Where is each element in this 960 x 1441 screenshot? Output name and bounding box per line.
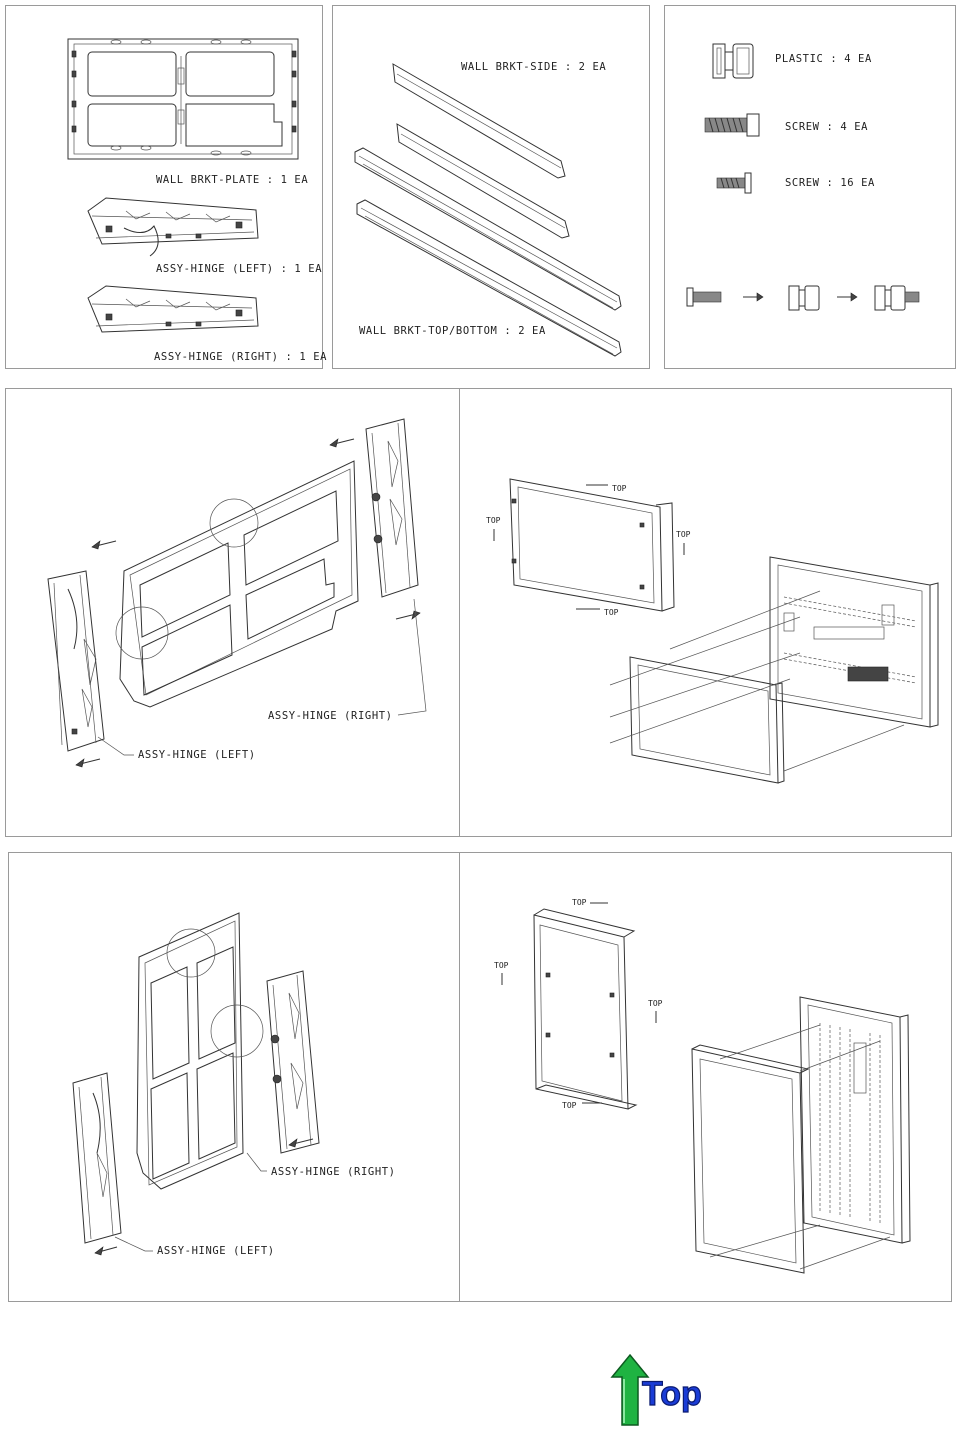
hardware-drawing: PLASTIC : 4 EA SCREW : 4 EA SCREW : 16 E…	[686, 43, 920, 311]
top-marker-6: TOP	[494, 961, 509, 970]
side-bracket-1	[392, 63, 566, 179]
hinge-right-landscape	[329, 418, 421, 620]
top-marker-2: TOP	[486, 516, 501, 525]
wall-plate-portrait	[136, 912, 264, 1190]
hinge-left-landscape	[47, 570, 105, 768]
landscape-right-label: ASSY-HINGE (RIGHT)	[268, 710, 393, 722]
hinge-right-label: ASSY-HINGE (RIGHT) : 1 EA	[154, 351, 327, 363]
top-markers-landscape: TOP TOP TOP TOP	[486, 484, 691, 617]
landscape-hinge-panel: ASSY-HINGE (RIGHT) ASSY-HINGE (LEFT)	[5, 388, 460, 837]
assembly-sequence-diagram	[686, 285, 920, 311]
hinge-left-portrait	[72, 1072, 122, 1256]
parts-drawing: WALL BRKT-PLATE : 1 EA ASSY-HINGE (LEFT)…	[67, 38, 327, 363]
top-marker-5: TOP	[572, 898, 587, 907]
arrow-right-icon	[756, 292, 764, 302]
monitor-back-landscape	[769, 556, 939, 728]
detail-circle-portrait-right	[210, 1004, 264, 1058]
plastic-label: PLASTIC : 4 EA	[775, 53, 872, 65]
screw-large-label: SCREW : 4 EA	[785, 121, 868, 133]
portrait-hinge-drawing: ASSY-HINGE (RIGHT) ASSY-HINGE (LEFT)	[72, 912, 396, 1257]
portrait-left-label: ASSY-HINGE (LEFT)	[157, 1245, 275, 1257]
top-marker-8: TOP	[562, 1101, 577, 1110]
arrow-right-icon-2	[850, 292, 858, 302]
topbottom-bracket-label: WALL BRKT-TOP/BOTTOM : 2 EA	[359, 325, 546, 337]
top-button[interactable]: Top	[610, 1351, 706, 1429]
bottom-bracket	[356, 199, 622, 357]
portrait-right-label: ASSY-HINGE (RIGHT)	[271, 1166, 396, 1178]
alignment-lines-portrait	[709, 1024, 891, 1270]
landscape-left-label: ASSY-HINGE (LEFT)	[138, 749, 256, 761]
frame-front-landscape	[629, 656, 785, 784]
top-markers-portrait: TOP TOP TOP TOP	[494, 898, 663, 1110]
detail-circle-left	[115, 606, 169, 660]
bracket-frame-landscape	[509, 478, 675, 612]
top-marker-1: TOP	[612, 484, 627, 493]
wall-plate-landscape	[115, 460, 359, 708]
landscape-frame-panel: TOP TOP TOP TOP	[459, 388, 952, 837]
arrow-icon-6	[288, 1138, 298, 1148]
hardware-panel: PLASTIC : 4 EA SCREW : 4 EA SCREW : 16 E…	[664, 5, 956, 369]
brackets-panel: WALL BRKT-SIDE : 2 EA WALL BRKT-TOP/BOTT…	[332, 5, 650, 369]
side-bracket-2	[396, 123, 570, 239]
top-button-label: Top	[642, 1375, 702, 1413]
detail-circle-portrait-top	[166, 928, 216, 978]
hinge-left-label: ASSY-HINGE (LEFT) : 1 EA	[156, 263, 322, 275]
portrait-hinge-panel: ASSY-HINGE (RIGHT) ASSY-HINGE (LEFT)	[8, 852, 460, 1302]
arrow-icon-5	[94, 1246, 104, 1256]
monitor-back-portrait	[799, 996, 911, 1244]
hinge-right-drawing	[87, 285, 259, 333]
arrow-icon	[75, 758, 85, 768]
alignment-lines	[609, 590, 905, 772]
small-screw-icon	[716, 172, 752, 194]
screw-small-label: SCREW : 16 EA	[785, 177, 875, 189]
brackets-drawing: WALL BRKT-SIDE : 2 EA WALL BRKT-TOP/BOTT…	[354, 61, 622, 357]
plastic-spacer-icon	[712, 43, 754, 79]
top-marker-7: TOP	[648, 999, 663, 1008]
parts-panel: WALL BRKT-PLATE : 1 EA ASSY-HINGE (LEFT)…	[5, 5, 327, 369]
top-marker-3: TOP	[676, 530, 691, 539]
portrait-frame-drawing: TOP TOP TOP TOP	[494, 898, 911, 1274]
hinge-left-drawing	[87, 197, 259, 257]
side-bracket-label: WALL BRKT-SIDE : 2 EA	[461, 61, 606, 73]
top-marker-4: TOP	[604, 608, 619, 617]
bracket-frame-portrait	[533, 908, 638, 1110]
hinge-right-portrait	[266, 970, 320, 1154]
detail-circle-top	[209, 498, 259, 548]
landscape-frame-drawing: TOP TOP TOP TOP	[486, 478, 939, 784]
top-button-graphic: Top	[610, 1353, 702, 1426]
up-arrow-icon	[610, 1353, 650, 1426]
arrow-icon-4	[91, 540, 101, 550]
top-bracket	[354, 147, 622, 311]
wall-bracket-plate-drawing	[67, 38, 299, 160]
plate-label: WALL BRKT-PLATE : 1 EA	[156, 174, 308, 186]
arrow-icon-2	[329, 438, 339, 448]
frame-front-portrait	[691, 1044, 810, 1274]
large-screw-icon	[704, 113, 760, 137]
landscape-hinge-drawing: ASSY-HINGE (RIGHT) ASSY-HINGE (LEFT)	[47, 418, 427, 768]
portrait-frame-panel: TOP TOP TOP TOP	[459, 852, 952, 1302]
